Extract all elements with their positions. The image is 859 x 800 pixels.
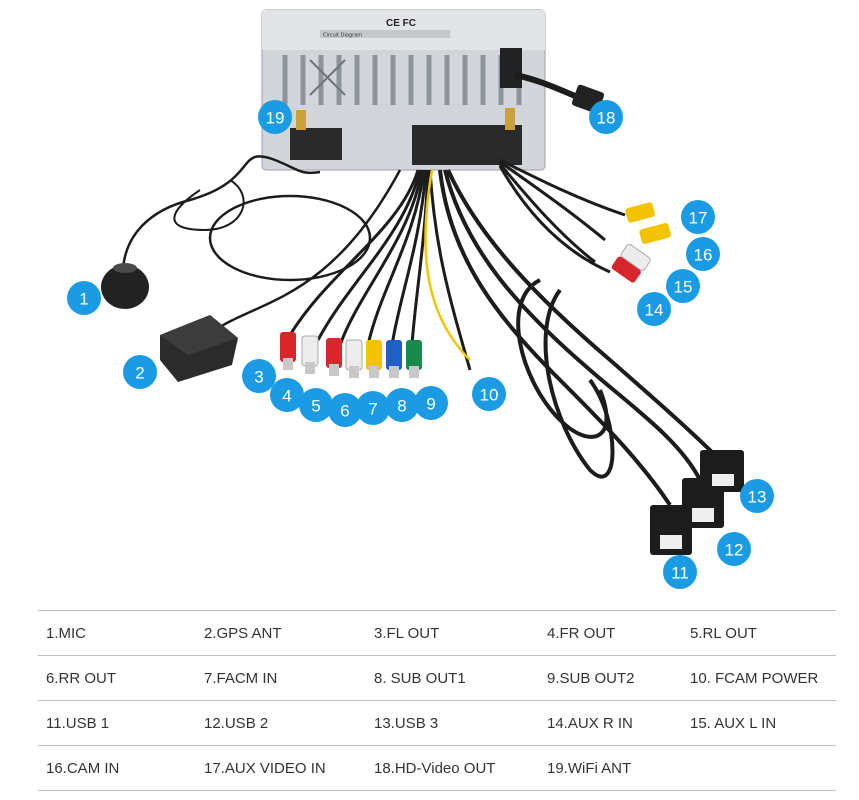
badge-number: 12 [725, 541, 744, 560]
badge-number: 19 [266, 109, 285, 128]
legend-cell: 2.GPS ANT [204, 624, 282, 642]
legend-cell: 6.RR OUT [46, 669, 117, 687]
legend-row: 16.CAM IN 17.AUX VIDEO IN 18.HD-Video OUT 1… [38, 746, 836, 791]
badge-15: 15 [666, 269, 700, 303]
usb-cables [438, 169, 722, 507]
legend-cell: 12.USB 2 [204, 714, 269, 732]
badge-7: 7 [356, 391, 390, 425]
head-unit: Circuit Diagram CE FC [261, 9, 546, 171]
badge-number: 14 [645, 301, 664, 320]
badge-number: 6 [340, 402, 349, 421]
mic-assembly [101, 155, 321, 309]
badge-circle [328, 393, 362, 427]
badge-circle [666, 269, 700, 303]
badge-10: 10 [472, 377, 506, 411]
legend-row: 6.RR OUT 7.FACM IN 8. SUB OUT1 9.SUB OUT2 10… [38, 656, 836, 701]
badge-12: 12 [717, 532, 751, 566]
legend-cell: 14.AUX R IN [547, 714, 633, 732]
badge-number: 4 [282, 387, 291, 406]
badge-circle [299, 388, 333, 422]
legend-cell: 19.WiFi ANT [547, 759, 632, 777]
legend-row: 1.MIC 2.GPS ANT 3.FL OUT 4.FR OUT 5.RL OUT [38, 611, 836, 656]
badge-circle [663, 555, 697, 589]
badge-16: 16 [686, 237, 720, 271]
badge-9: 9 [414, 386, 448, 420]
legend-cell: 10. FCAM POWER [690, 669, 819, 687]
av-harness [498, 158, 626, 274]
badge-13: 13 [740, 479, 774, 513]
badge-circle [414, 386, 448, 420]
gps-assembly [160, 169, 402, 382]
badge-number: 15 [674, 278, 693, 297]
badge-number: 13 [748, 488, 767, 507]
badge-number: 10 [480, 386, 499, 405]
legend-cell: 5.RL OUT [690, 624, 757, 642]
legend-cell: 17.AUX VIDEO IN [204, 759, 326, 777]
badge-2: 2 [123, 355, 157, 389]
badge-5: 5 [299, 388, 333, 422]
unit-label: Circuit Diagram [323, 33, 362, 39]
badge-6: 6 [328, 393, 362, 427]
badge-18: 18 [589, 100, 623, 134]
cert-marks: CE FC [386, 18, 416, 29]
badge-circle [356, 391, 390, 425]
legend-cell: 18.HD-Video OUT [374, 759, 496, 777]
legend-table: 1.MIC 2.GPS ANT 3.FL OUT 4.FR OUT 5.RL OUT 6.… [38, 610, 836, 791]
badge-circle [258, 100, 292, 134]
legend-cell: 13.USB 3 [374, 714, 439, 732]
badge-circle [67, 281, 101, 315]
badge-17: 17 [681, 200, 715, 234]
badge-number: 16 [694, 246, 713, 265]
badge-circle [589, 100, 623, 134]
badge-circle [637, 292, 671, 326]
badge-circle [472, 377, 506, 411]
badge-number: 8 [397, 397, 406, 416]
legend-cell: 16.CAM IN [46, 759, 120, 777]
legend-cell: 11.USB 1 [46, 714, 110, 732]
fcam-power-wire [424, 169, 471, 361]
badge-14: 14 [637, 292, 671, 326]
badge-19: 19 [258, 100, 292, 134]
legend-row: 11.USB 1 12.USB 2 13.USB 3 14.AUX R IN 15. A… [38, 701, 836, 746]
legend-cell: 3.FL OUT [374, 624, 440, 642]
badge-number: 5 [311, 397, 320, 416]
badge-number: 1 [79, 290, 88, 309]
legend-cell: 1.MIC [46, 624, 87, 642]
badge-number: 11 [671, 564, 689, 583]
badge-number: 18 [597, 109, 616, 128]
badge-circle [385, 388, 419, 422]
badge-circle [717, 532, 751, 566]
usb-connectors [650, 450, 744, 555]
badge-circle [740, 479, 774, 513]
av-connectors [611, 202, 671, 283]
badge-circle [123, 355, 157, 389]
badge-1: 1 [67, 281, 101, 315]
legend-cell: 4.FR OUT [547, 624, 616, 642]
badge-circle [686, 237, 720, 271]
badge-number: 2 [135, 364, 144, 383]
rca-connectors [280, 332, 422, 378]
badge-circle [242, 359, 276, 393]
legend-cell: 8. SUB OUT1 [374, 669, 466, 687]
legend-cell: 9.SUB OUT2 [547, 669, 635, 687]
badge-number: 17 [689, 209, 708, 228]
legend-cell: 15. AUX L IN [690, 714, 777, 732]
badge-3: 3 [242, 359, 276, 393]
antenna-connectors [296, 108, 515, 130]
badge-number: 7 [368, 400, 377, 419]
wiring-diagram: Circuit Diagram CE FC [67, 9, 774, 589]
badge-circle [270, 378, 304, 412]
badge-number: 9 [426, 395, 435, 414]
rca-cables [288, 169, 472, 371]
badge-circle [681, 200, 715, 234]
badge-4: 4 [270, 378, 304, 412]
badge-11: 11 [663, 555, 697, 589]
legend-cell: 7.FACM IN [204, 669, 278, 687]
badge-8: 8 [385, 388, 419, 422]
badge-number: 3 [254, 368, 263, 387]
